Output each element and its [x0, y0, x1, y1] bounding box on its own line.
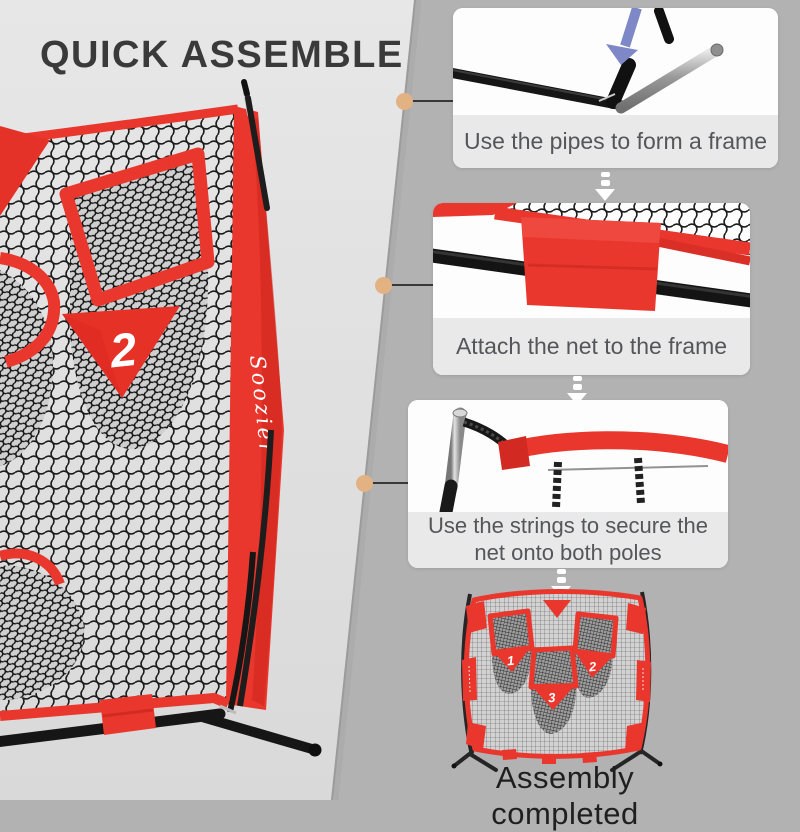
- step-card-1: Use the pipes to form a frame: [453, 8, 778, 168]
- connector-stub: [606, 58, 636, 109]
- bottom-pocket-mesh-texture: [0, 565, 85, 700]
- silver-pipe-cap: [710, 43, 724, 57]
- panel-edge: [331, 0, 416, 800]
- bottom-strap-tab: [502, 749, 517, 760]
- quick-assemble-title: QUICK ASSEMBLE: [40, 34, 404, 76]
- sleeve-logo-mark: [468, 665, 644, 693]
- connector-dot-2: [375, 277, 392, 294]
- target-flag-2: [62, 306, 180, 398]
- step-caption-1: Use the pipes to form a frame: [453, 115, 778, 168]
- bottom-strap-tab: [542, 754, 556, 764]
- connector-dot-1: [396, 93, 413, 110]
- pocket-flag-2: [574, 650, 614, 678]
- base-strap-fold: [102, 708, 154, 718]
- corner-patch: [626, 603, 646, 634]
- loose-pipe-segment: [654, 8, 674, 44]
- net-corner-patch: [0, 126, 50, 216]
- base-feet: [452, 748, 662, 772]
- pocket-flag-1: [492, 645, 532, 672]
- base-foot-cap: [308, 743, 322, 757]
- bottom-pocket-border: [0, 548, 65, 586]
- base-leg: [197, 712, 317, 754]
- connector-dot-3: [356, 475, 373, 492]
- base-joint: [219, 704, 237, 715]
- net-mesh-strand: [547, 465, 709, 471]
- corner-patch: [466, 601, 487, 633]
- net-frame-pole-top: [245, 95, 270, 211]
- silver-pipe: [615, 45, 721, 114]
- step-caption-3: Use the strings to secure the net onto b…: [408, 512, 728, 568]
- pocket-number-2: 2: [587, 659, 597, 675]
- pole-rubber-grip: [439, 479, 458, 512]
- down-arrow-head: [606, 44, 638, 65]
- step-card-3: Use the strings to secure the net onto b…: [408, 400, 728, 568]
- pole-top-cap: [452, 408, 468, 418]
- flow-down-arrow-icon: [595, 172, 615, 201]
- target-pocket-border: [59, 147, 215, 307]
- black-pipe: [453, 68, 626, 111]
- pipes-illustration: [453, 8, 778, 115]
- net-frame-upright: [227, 551, 256, 713]
- pocket-number-3: 3: [548, 690, 557, 705]
- border-corner-knot: [498, 436, 530, 470]
- pocket-number-1: 1: [506, 653, 515, 669]
- assembled-net-image: 1 2 3: [451, 588, 663, 772]
- silver-pole: [444, 407, 467, 495]
- connector-line-2: [383, 284, 435, 286]
- connector-line-1: [404, 100, 455, 102]
- strap-top-fold: [521, 217, 661, 243]
- net-frame-pole-right: [237, 429, 274, 707]
- corner-patch: [466, 722, 486, 750]
- pocket-3-border: [528, 645, 579, 690]
- pocket-1-border: [487, 608, 535, 657]
- target-number: 2: [107, 322, 140, 378]
- left-pocket-mesh-texture: [0, 270, 53, 466]
- corner-patch: [625, 722, 645, 750]
- connector-line-3: [364, 482, 410, 484]
- target-pocket-mesh-texture: [70, 156, 209, 450]
- bottom-strap-tab: [582, 752, 597, 763]
- net-bottom-trim: [0, 693, 230, 721]
- pole-string-illustration: [408, 400, 728, 512]
- joint-screw: [598, 93, 616, 102]
- pole-cap: [241, 79, 250, 97]
- target-flag-shade: [62, 314, 122, 398]
- main-net-photo: Soozier 2: [0, 0, 422, 800]
- page-background: { "title": "QUICK ASSEMBLE", "brand": { …: [0, 0, 778, 831]
- left-pocket-border: [0, 252, 61, 368]
- assembly-completed-caption: Assembly completed: [491, 760, 639, 831]
- strap-crease: [527, 263, 658, 271]
- foot-cap: [657, 761, 663, 767]
- panel-edge-shadow: [331, 0, 422, 800]
- top-center-triangle: [543, 600, 571, 618]
- down-arrow-icon: [620, 8, 642, 48]
- foot-cap: [451, 763, 457, 769]
- pipe-highlight: [453, 69, 626, 104]
- net-strap-illustration: [433, 203, 750, 318]
- pocket-flag-3: [530, 683, 577, 710]
- step-caption-2: Attach the net to the frame: [433, 318, 750, 375]
- step-card-2: Attach the net to the frame: [433, 203, 750, 375]
